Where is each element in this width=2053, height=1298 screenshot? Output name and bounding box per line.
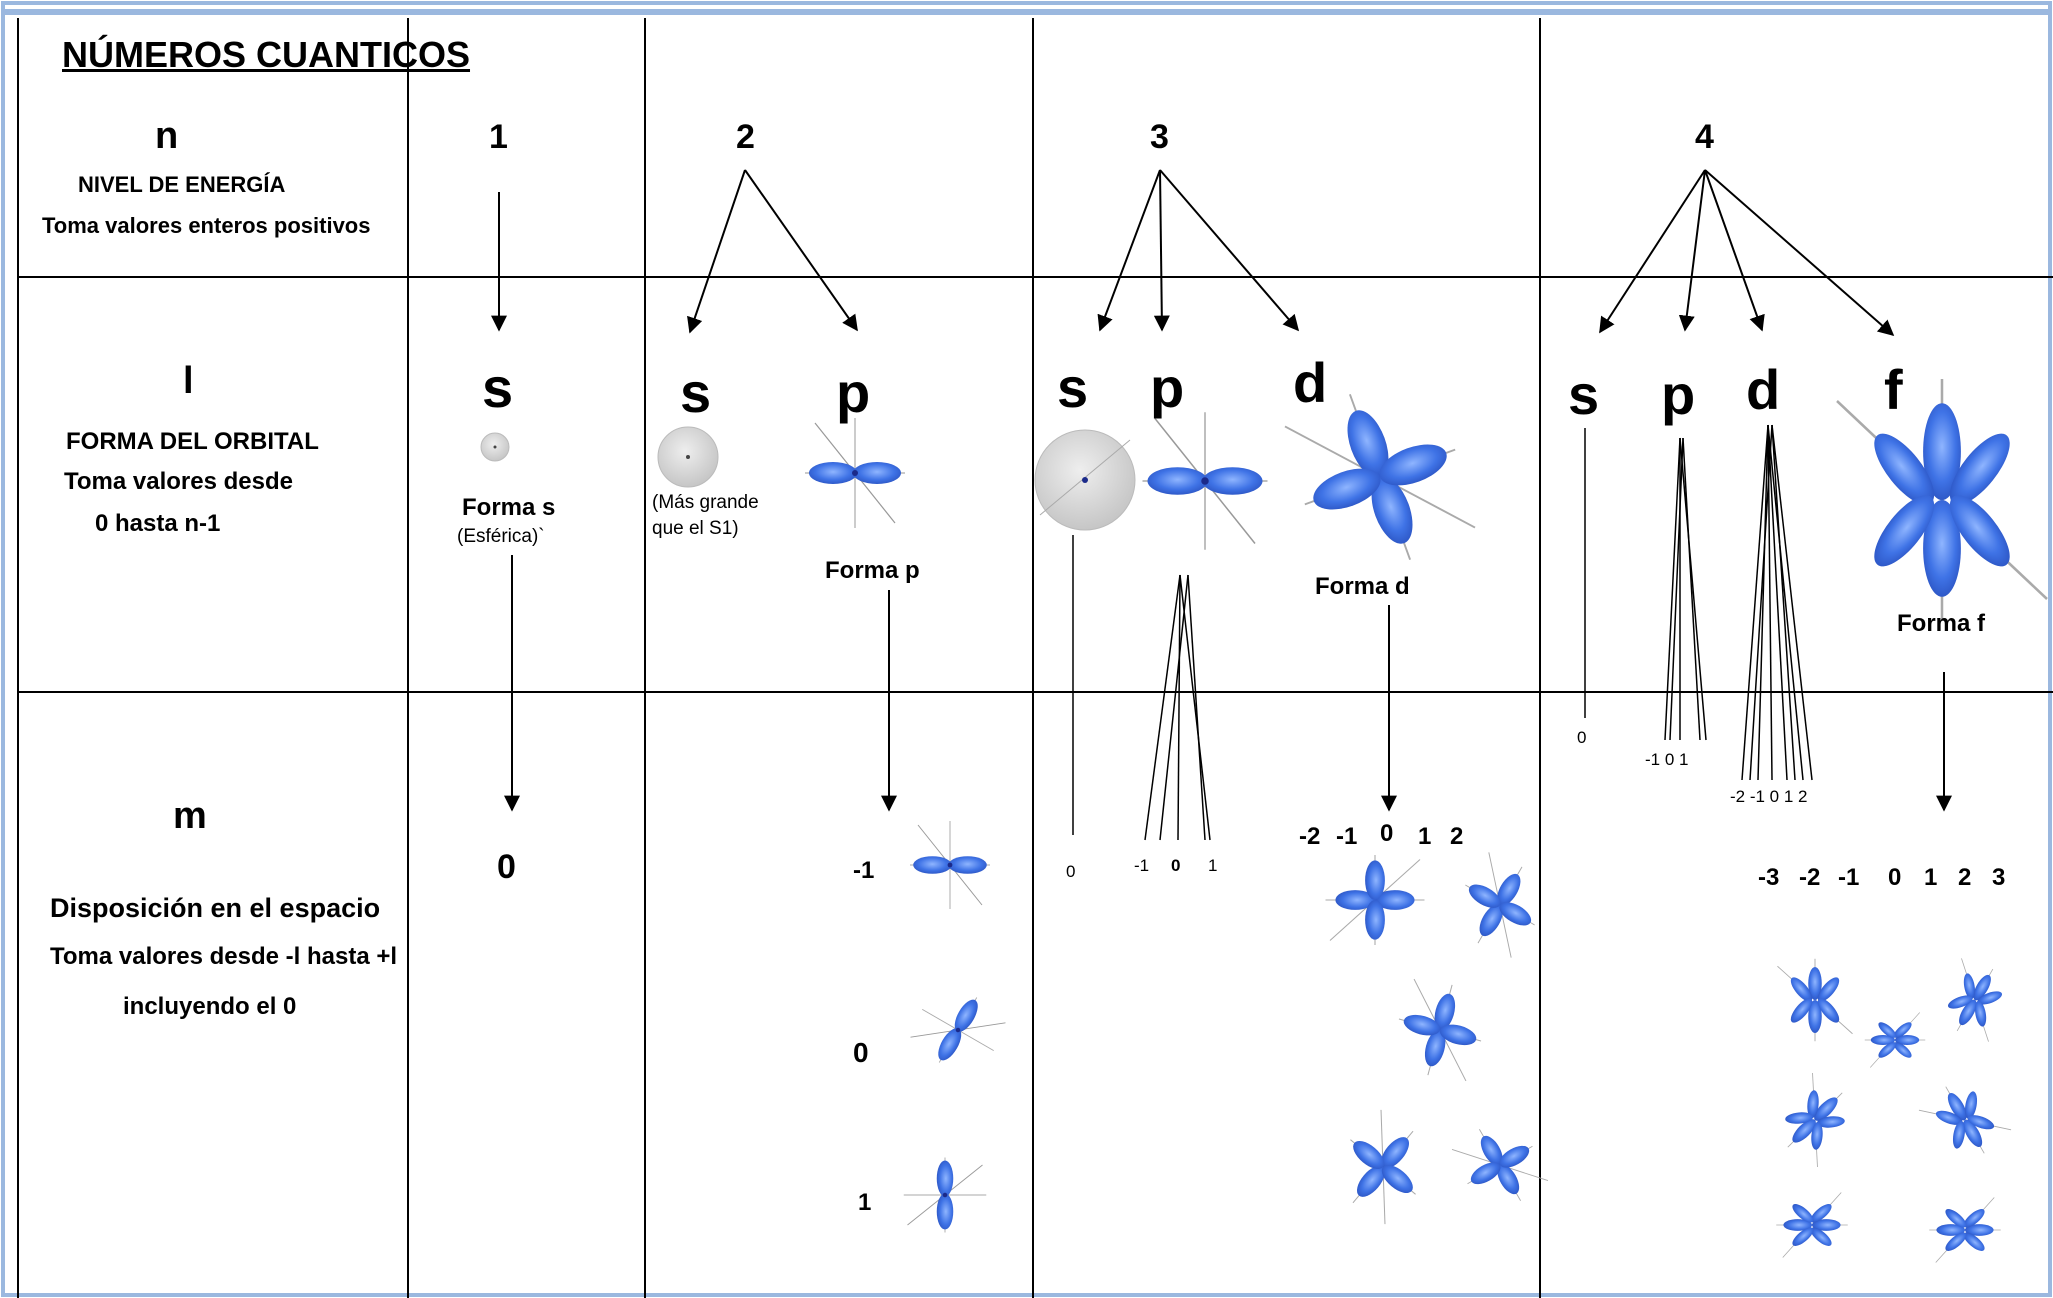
col1-m-value: 0 bbox=[497, 848, 516, 886]
col1-s-label: s bbox=[482, 356, 514, 419]
col3-d-m-value: -2 bbox=[1299, 823, 1321, 850]
n-value-3: 3 bbox=[1150, 118, 1169, 156]
col2-m-value: 1 bbox=[858, 1189, 872, 1216]
col4-d-label: d bbox=[1746, 358, 1781, 421]
col3-d-m-value: 1 bbox=[1418, 823, 1432, 850]
n-symbol: n bbox=[155, 115, 179, 157]
col4-f-shape: Forma f bbox=[1897, 610, 1986, 637]
col3-d-m-value: 0 bbox=[1380, 820, 1394, 847]
col4-p-label: p bbox=[1661, 363, 1696, 426]
col3-d-m-value: -1 bbox=[1336, 823, 1358, 850]
col4-f-m-value: -3 bbox=[1758, 864, 1780, 891]
col4-f-m-value: 2 bbox=[1958, 864, 1972, 891]
l-desc-2: 0 hasta n-1 bbox=[95, 510, 221, 537]
l-desc-1: Toma valores desde bbox=[64, 468, 293, 495]
n-value-4: 4 bbox=[1695, 118, 1714, 156]
n-value-1: 1 bbox=[489, 118, 508, 156]
col3-p-label: p bbox=[1150, 356, 1185, 419]
col4-s-m-value: 0 bbox=[1577, 728, 1587, 747]
m-symbol: m bbox=[173, 795, 207, 837]
col4-s-label: s bbox=[1568, 363, 1600, 426]
col3-p-m-value: -1 bbox=[1134, 856, 1150, 875]
col2-s-label: s bbox=[680, 361, 712, 424]
col4-f-m-value: -1 bbox=[1838, 864, 1860, 891]
m-desc-1: Disposición en el espacio bbox=[50, 893, 381, 923]
m-desc-3: incluyendo el 0 bbox=[123, 993, 297, 1020]
col2-m-value: 0 bbox=[853, 1037, 869, 1068]
l-name: FORMA DEL ORBITAL bbox=[66, 428, 319, 455]
col2-p-shape: Forma p bbox=[825, 557, 920, 584]
n-value-2: 2 bbox=[736, 118, 755, 156]
col2-m-value: -1 bbox=[853, 857, 875, 884]
col4-p-m-values: -1 0 1 bbox=[1645, 750, 1689, 769]
col1-s-shape: Forma s bbox=[462, 494, 556, 521]
col4-f-m-value: 1 bbox=[1924, 864, 1938, 891]
col2-s-note-2: que el S1) bbox=[652, 518, 739, 539]
n-desc: Toma valores enteros positivos bbox=[42, 213, 371, 238]
col3-s-label: s bbox=[1057, 356, 1089, 419]
n-name: NIVEL DE ENERGÍA bbox=[78, 172, 286, 197]
col2-p-label: p bbox=[836, 361, 871, 424]
col4-f-m-value: 0 bbox=[1888, 864, 1902, 891]
l-symbol: l bbox=[183, 360, 194, 402]
col4-f-label: f bbox=[1884, 358, 1903, 421]
col3-d-label: d bbox=[1293, 351, 1328, 414]
col1-s-note: (Esférica)` bbox=[457, 526, 545, 547]
m-desc-2: Toma valores desde -l hasta +l bbox=[50, 943, 398, 970]
page-title: NÚMEROS CUANTICOS bbox=[62, 34, 471, 75]
col3-p-m-value: 1 bbox=[1208, 856, 1218, 875]
col3-p-m-value: 0 bbox=[1171, 856, 1181, 875]
col3-d-shape: Forma d bbox=[1315, 573, 1410, 600]
col3-d-m-value: 2 bbox=[1450, 823, 1464, 850]
col3-s-m-value: 0 bbox=[1066, 862, 1076, 881]
col4-f-m-value: -2 bbox=[1799, 864, 1821, 891]
col4-f-m-value: 3 bbox=[1992, 864, 2006, 891]
col4-d-m-values: -2 -1 0 1 2 bbox=[1730, 787, 1808, 806]
col2-s-note-1: (Más grande bbox=[652, 492, 759, 513]
